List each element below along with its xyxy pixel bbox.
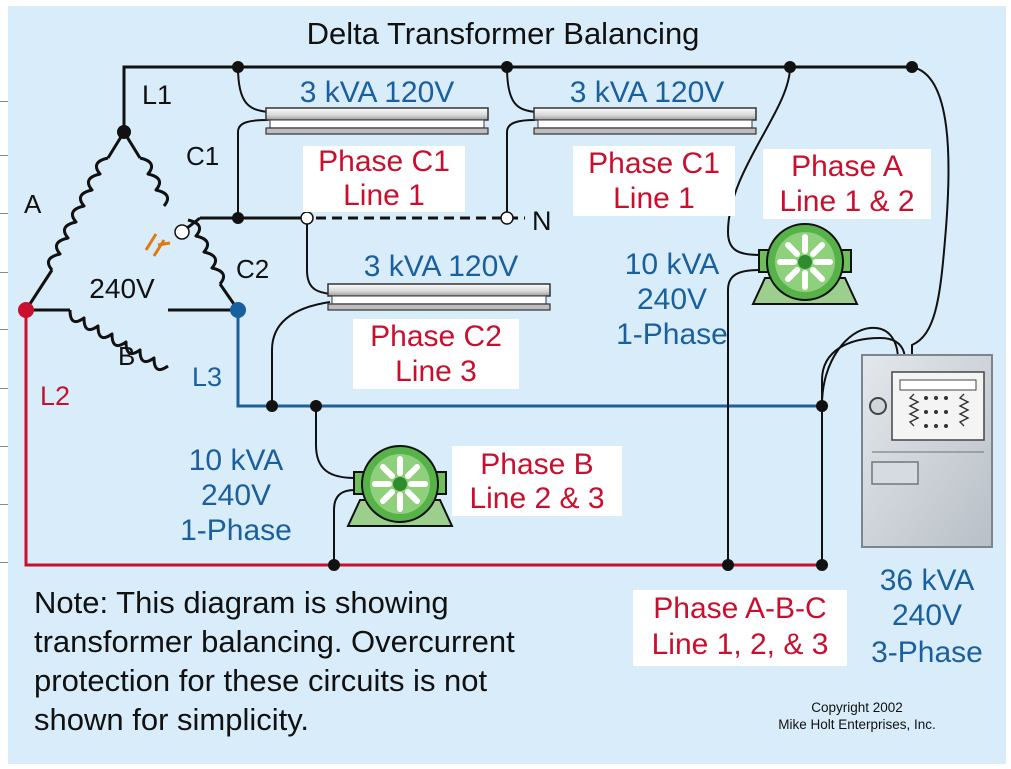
lighting-3-rating: 3 kVA 120V xyxy=(364,250,519,283)
frame-edge-mark xyxy=(0,388,8,389)
lighting-2-rating: 3 kVA 120V xyxy=(570,76,725,109)
motor-a-rating-kva: 10 kVA xyxy=(625,248,720,281)
delta-diagram: Delta Transformer Balancing L1 L2 L3 N A… xyxy=(18,16,993,737)
note-line: protection for these circuits is not xyxy=(34,663,488,698)
winding-b-label: B xyxy=(118,341,135,371)
lamp-fixture-icon xyxy=(327,283,551,311)
junction-dots xyxy=(117,61,918,571)
lamp-fixture-icon xyxy=(533,107,757,135)
line-l2-label: L2 xyxy=(40,381,70,411)
label-backgrounds xyxy=(303,146,931,666)
panel-rating-v: 240V xyxy=(892,599,962,632)
delta-transformer xyxy=(24,131,240,372)
lighting-3-phase: Phase C2 xyxy=(370,320,502,353)
frame-edge-mark xyxy=(0,329,8,330)
panel-rating-kva: 36 kVA xyxy=(880,564,975,597)
lighting-3-line: Line 3 xyxy=(395,355,477,388)
copyright-owner: Mike Holt Enterprises, Inc. xyxy=(778,717,936,732)
frame-edge-mark xyxy=(0,446,8,447)
panel-line: Line 1, 2, & 3 xyxy=(652,628,829,661)
line-l3-label: L3 xyxy=(192,362,222,392)
motor-b-phase: Phase B xyxy=(480,448,593,481)
frame-edge-mark xyxy=(0,504,8,505)
copyright-year: Copyright 2002 xyxy=(811,700,903,715)
neutral-label: N xyxy=(532,206,552,236)
lighting-1-phase: Phase C1 xyxy=(318,145,450,178)
lighting-2-line: Line 1 xyxy=(613,182,695,215)
wire-l1 xyxy=(122,65,912,132)
motor-a-icon xyxy=(753,224,857,304)
l2-terminal-dot xyxy=(18,302,34,318)
diagram-title: Delta Transformer Balancing xyxy=(307,16,700,51)
motor-a-phase: Phase A xyxy=(791,150,903,183)
motor-a-rating-v: 240V xyxy=(637,283,707,316)
motor-b-rating-type: 1-Phase xyxy=(180,514,292,547)
lighting-2-phase: Phase C1 xyxy=(588,147,720,180)
transformer-voltage-label: 240V xyxy=(89,273,155,304)
frame-edge-mark xyxy=(0,213,8,214)
motor-b-icon xyxy=(348,446,452,526)
l3-terminal-dot xyxy=(230,302,246,318)
motor-a-rating-type: 1-Phase xyxy=(616,318,728,351)
motor-b-rating-kva: 10 kVA xyxy=(189,444,284,477)
tap-c1-label: C1 xyxy=(186,141,219,171)
wire-l3 xyxy=(236,310,822,408)
frame-edge-mark xyxy=(0,272,8,273)
motor-a-line: Line 1 & 2 xyxy=(779,185,914,218)
lighting-1-line: Line 1 xyxy=(343,179,425,212)
frame-edge-mark xyxy=(0,155,8,156)
diagram-frame: Delta Transformer Balancing L1 L2 L3 N A… xyxy=(8,6,1006,764)
motor-b-rating-v: 240V xyxy=(201,479,271,512)
note-line: transformer balancing. Overcurrent xyxy=(34,624,515,659)
motor-b-line: Line 2 & 3 xyxy=(469,482,604,515)
note-line: shown for simplicity. xyxy=(34,702,309,737)
lamp-fixture-icon xyxy=(265,107,489,135)
note-block: Note: This diagram is showing transforme… xyxy=(34,585,515,737)
lighting-1-rating: 3 kVA 120V xyxy=(300,76,455,109)
tap-c2-label: C2 xyxy=(236,254,269,284)
frame-edge-mark xyxy=(0,101,8,102)
open-junctions xyxy=(174,211,514,240)
capacitor-icon xyxy=(144,233,171,257)
winding-a-label: A xyxy=(24,189,42,219)
note-line: Note: This diagram is showing xyxy=(34,585,449,620)
panel-rating-type: 3-Phase xyxy=(871,636,983,669)
frame-edge-mark xyxy=(0,562,8,563)
line-l1-label: L1 xyxy=(142,80,172,110)
wire-l2 xyxy=(24,310,822,567)
panel-phase: Phase A-B-C xyxy=(653,592,826,625)
panelboard-icon xyxy=(861,354,993,548)
